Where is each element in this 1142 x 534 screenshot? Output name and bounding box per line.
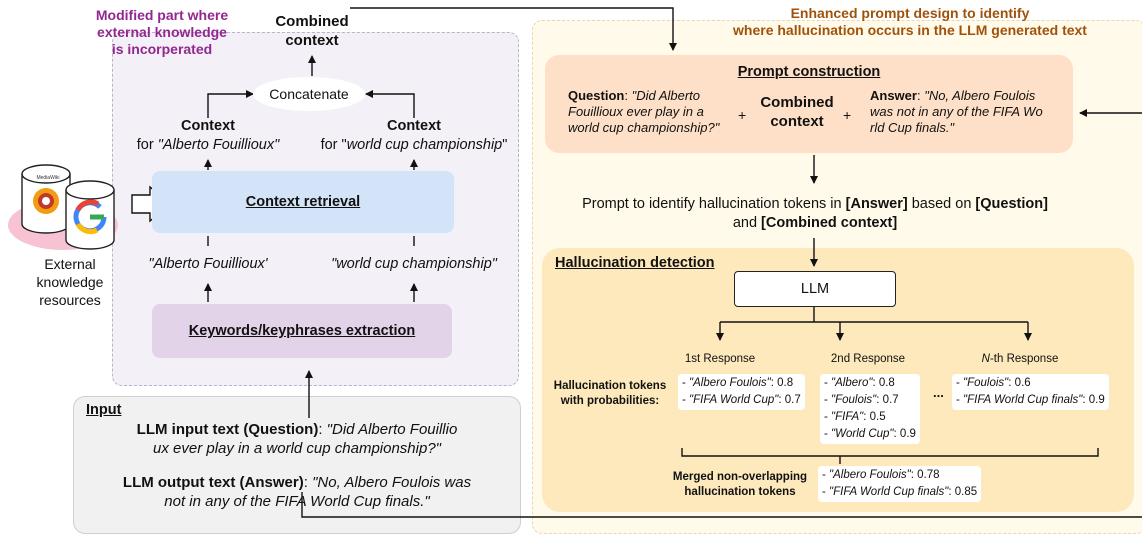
keyword-right: "world cup championship"	[331, 256, 497, 272]
external-resources-label: External knowledge resources	[36, 256, 104, 308]
response-1-label: 1st Response	[684, 353, 756, 365]
token-item: - "FIFA World Cup finals": 0.85	[822, 486, 978, 498]
token-item: - "Albero": 0.8	[824, 377, 895, 389]
keywords-extraction-label: Keywords/keyphrases extraction	[188, 323, 416, 339]
merged-tokens: - "Albero Foulois": 0.78 - "FIFA World C…	[818, 466, 982, 502]
input-title: Input	[86, 402, 122, 418]
ellipsis: ...	[933, 385, 944, 400]
token-item: - "Foulois": 0.7	[824, 394, 899, 406]
plus-sign-1: +	[738, 107, 747, 123]
prompt-answer: Answer: "No, Albero Foulois was not in a…	[870, 88, 1043, 135]
combined-context-output: Combined context	[275, 13, 349, 49]
response-2-label: 2nd Response	[830, 353, 906, 365]
input-question: LLM input text (Question): "Did Alberto …	[136, 421, 458, 457]
prompt-construction-box	[545, 55, 1073, 153]
response-1-tokens: - "Albero Foulois": 0.8 - "FIFA World Cu…	[678, 374, 805, 410]
input-answer: LLM output text (Answer): "No, Albero Fo…	[122, 474, 472, 510]
token-item: - "Albero Foulois": 0.78	[822, 469, 940, 481]
response-2-tokens: - "Albero": 0.8 - "Foulois": 0.7 - "FIFA…	[820, 374, 920, 444]
prompt-construction-title: Prompt construction	[737, 64, 881, 80]
merged-tokens-label: Merged non-overlapping hallucination tok…	[672, 471, 808, 498]
token-item: - "World Cup": 0.9	[824, 428, 916, 440]
llm-box: LLM	[734, 271, 896, 307]
input-box	[73, 396, 521, 534]
response-n-tokens: - "Foulois": 0.6 - "FIFA World Cup final…	[952, 374, 1109, 410]
token-item: - "FIFA World Cup": 0.7	[682, 394, 801, 406]
mediawiki-label: MediaWiki	[36, 175, 60, 181]
detection-title: Hallucination detection	[555, 255, 715, 271]
keywords-extraction-box: Keywords/keyphrases extraction	[152, 304, 452, 358]
google-icon	[73, 199, 107, 235]
keyword-left: "Alberto Fouillioux'	[148, 256, 268, 272]
concatenate-node: Concatenate	[253, 77, 365, 111]
token-item: - "FIFA World Cup finals": 0.9	[956, 394, 1105, 406]
mediawiki-icon	[33, 188, 59, 214]
database-icon	[21, 164, 115, 250]
token-item: - "FIFA": 0.5	[824, 411, 886, 423]
context-right: Context for "world cup championship"	[320, 118, 508, 153]
right-panel-title: Enhanced prompt design to identify where…	[733, 5, 1087, 38]
left-panel-title: Modified part where external knowledge i…	[95, 7, 229, 57]
response-n-label: N-th Response	[981, 353, 1059, 365]
token-item: - "Albero Foulois": 0.8	[682, 377, 794, 389]
prompt-question: Question: "Did Alberto Fouillioux ever p…	[568, 88, 720, 135]
plus-sign-2: +	[843, 107, 852, 123]
context-retrieval-label: Context retrieval	[245, 194, 361, 210]
token-item: - "Foulois": 0.6	[956, 377, 1031, 389]
prompt-caption: Prompt to identify hallucination tokens …	[582, 196, 1048, 231]
context-left: Context for "Alberto Fouillioux"	[136, 118, 280, 153]
tokens-probabilities-label: Hallucination tokens with probabilities:	[553, 380, 667, 407]
context-retrieval-box: Context retrieval	[152, 171, 454, 233]
prompt-combined-context: Combined context	[760, 94, 834, 130]
